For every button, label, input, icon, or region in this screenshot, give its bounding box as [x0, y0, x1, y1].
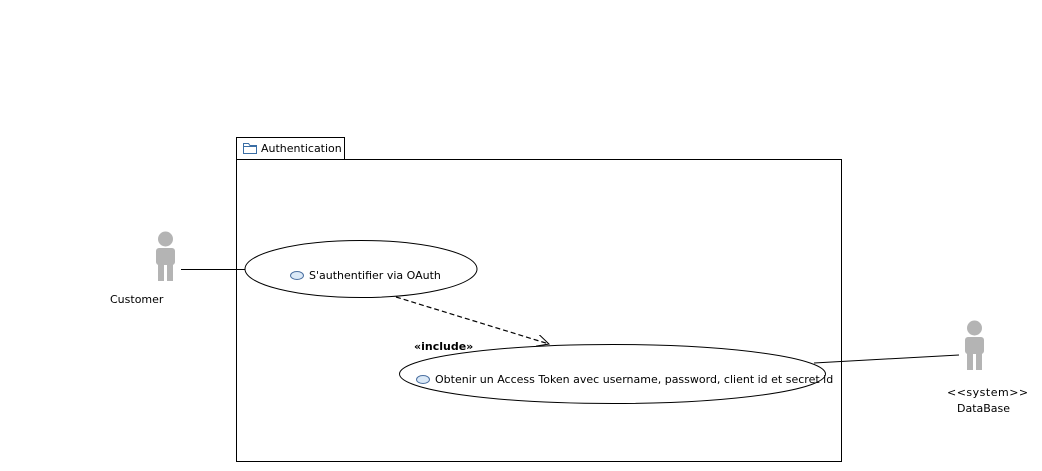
actor-customer-name: Customer — [110, 293, 164, 306]
actor-database-figure[interactable] — [965, 320, 984, 371]
association-database[interactable] — [813, 354, 960, 364]
use-case-icon — [290, 271, 304, 280]
actor-database-name: DataBase — [957, 402, 1011, 415]
actor-customer-figure[interactable] — [156, 231, 175, 282]
include-dependency[interactable] — [395, 296, 549, 344]
folder-icon — [243, 143, 257, 154]
use-case-authenticate-label: S'authentifier via OAuth — [309, 269, 441, 282]
package-frame[interactable] — [236, 159, 842, 462]
package-name: Authentication — [261, 142, 342, 155]
use-case-authenticate[interactable] — [244, 240, 478, 298]
include-label: «include» — [414, 340, 474, 353]
use-case-access-token-label: Obtenir un Access Token avec username, p… — [435, 373, 834, 386]
use-case-access-token[interactable] — [399, 344, 826, 404]
use-case-icon — [416, 375, 430, 384]
actor-database-stereotype: <<system>> — [947, 386, 1029, 399]
